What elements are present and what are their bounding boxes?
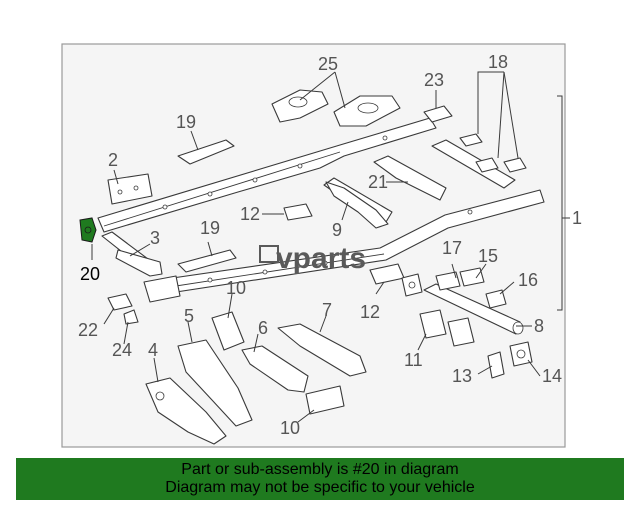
callout-16: 16 <box>518 270 538 290</box>
part-7-crossmember <box>277 323 367 377</box>
part-4-bracket <box>145 377 227 445</box>
callout-13: 13 <box>452 366 472 386</box>
part-11-bracket <box>419 309 447 339</box>
part-18-bracket-b <box>475 157 499 173</box>
callout-2: 2 <box>108 150 118 170</box>
part-12-upper <box>283 203 313 221</box>
part-13-bracket <box>487 351 505 379</box>
watermark-logo-icon <box>259 245 279 263</box>
callout-19-lower: 19 <box>200 218 220 238</box>
part-10-upper <box>211 311 245 351</box>
part-23-bracket <box>423 105 453 123</box>
part-5-bracket <box>177 339 253 427</box>
callout-3: 3 <box>150 228 160 248</box>
callout-10-upper: 10 <box>226 278 246 298</box>
frame-rail-left <box>97 117 437 233</box>
callout-6: 6 <box>258 318 268 338</box>
part-15-bracket <box>459 267 485 287</box>
callout-25: 25 <box>318 54 338 74</box>
callout-19-upper: 19 <box>176 112 196 132</box>
callout-5: 5 <box>184 306 194 326</box>
part-9-crossmember <box>325 181 389 229</box>
callout-4: 4 <box>148 340 158 360</box>
callout-17: 17 <box>442 238 462 258</box>
callout-1: 1 <box>572 208 582 228</box>
callout-8: 8 <box>534 316 544 336</box>
part-21-crossmember <box>373 155 447 201</box>
callout-23: 23 <box>424 70 444 90</box>
part-18-bracket-a <box>459 133 483 147</box>
callout-7: 7 <box>322 300 332 320</box>
cross-member-rear <box>431 139 516 189</box>
part-19-lower <box>177 249 237 273</box>
part-plate-near-12 <box>401 273 423 297</box>
part-6-member <box>241 345 309 393</box>
part-17-bracket <box>435 271 461 291</box>
callout-21: 21 <box>368 172 388 192</box>
leader-lines <box>91 71 541 423</box>
callout-11: 11 <box>404 350 423 370</box>
part-14-plate <box>509 341 533 367</box>
callout-24: 24 <box>112 340 132 360</box>
part-8-crossmember <box>423 283 521 335</box>
part-19-upper <box>177 139 235 165</box>
callout-1-bracket <box>557 95 570 311</box>
part-20-highlighted <box>79 217 97 243</box>
callout-18: 18 <box>488 52 508 72</box>
banner-line-2: Diagram may not be specific to your vehi… <box>165 479 475 496</box>
callout-14: 14 <box>542 366 562 386</box>
callout-12-lower: 12 <box>360 302 380 322</box>
part-3-brace <box>115 249 163 277</box>
callout-20: 20 <box>80 264 100 284</box>
callout-12-upper: 12 <box>240 204 260 224</box>
part-2-bracket <box>107 173 153 205</box>
watermark: vparts <box>259 242 366 275</box>
watermark-text: vparts <box>276 242 366 275</box>
part-22-bracket <box>107 293 133 311</box>
part-11-bracket-b <box>447 317 475 347</box>
part-10-lower <box>305 385 345 415</box>
frame-rail-right <box>144 189 545 297</box>
part-25-mounts <box>271 89 401 127</box>
part-16-bracket <box>485 289 507 309</box>
info-banner: Part or sub-assembly is #20 in diagram D… <box>16 458 624 500</box>
callout-22: 22 <box>78 320 98 340</box>
callout-10-lower: 10 <box>280 418 300 438</box>
part-24-bracket <box>123 309 139 325</box>
callouts: 1 2 3 4 5 6 7 8 9 10 10 11 12 12 13 14 1… <box>78 52 582 438</box>
banner-line-1: Part or sub-assembly is #20 in diagram <box>181 461 459 478</box>
callout-9: 9 <box>332 220 342 240</box>
part-18-bracket-c <box>503 157 527 173</box>
front-bumper-bracket <box>143 275 181 303</box>
callout-15: 15 <box>478 246 498 266</box>
